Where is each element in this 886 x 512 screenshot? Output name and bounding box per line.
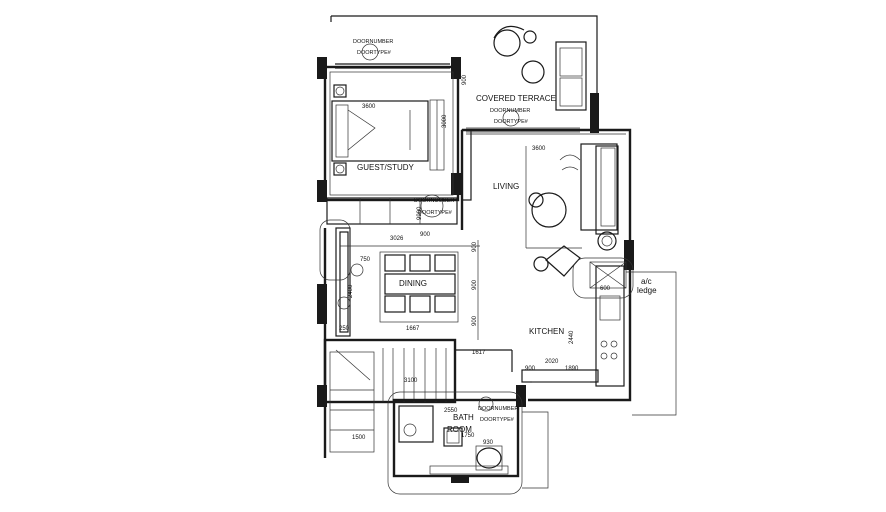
dimension-label: 2020 xyxy=(545,359,559,365)
dimension-label: 1667 xyxy=(406,326,420,332)
guest-study-walls xyxy=(323,63,460,225)
room-label-ac-line1: a/c xyxy=(641,277,652,286)
dimension-label: 3600 xyxy=(532,146,546,152)
dimension-label: 3026 xyxy=(390,236,404,242)
dimension-label: 3000 xyxy=(442,114,448,128)
door-type-tag: DOORTYPE# xyxy=(480,417,515,423)
dimension-label: 3600 xyxy=(362,104,376,110)
dimension-label: 1500 xyxy=(352,435,366,441)
dimension-label: 930 xyxy=(483,440,494,446)
dimension-label: 900 xyxy=(462,74,468,85)
dimension-label: 900 xyxy=(525,366,536,372)
dimension-label: 900 xyxy=(420,232,431,238)
room-label-bath-line2: ROOM xyxy=(447,425,472,434)
door-number-tag: DOORNUMBER xyxy=(414,198,454,204)
terrace-furniture xyxy=(361,25,587,111)
room-label-ac-line2: ledge xyxy=(637,286,657,295)
dimension-label: 1617 xyxy=(472,350,486,356)
room-label-bath-line1: BATH xyxy=(453,413,474,422)
door-tags xyxy=(502,109,520,127)
dimension-label: 9900 xyxy=(417,206,423,220)
door-type-tag: DOORTYPE# xyxy=(357,50,392,56)
dimension-label: 900 xyxy=(472,315,478,326)
dimension-label: 1890 xyxy=(565,366,579,372)
room-label-living: LIVING xyxy=(493,182,519,191)
terrace-outline xyxy=(330,15,598,130)
room-label-guest-study: GUEST/STUDY xyxy=(357,163,415,172)
door-type-tag: DOORTYPE# xyxy=(494,119,529,125)
dimension-label: 900 xyxy=(472,241,478,252)
dimension-label: 600 xyxy=(600,286,611,292)
room-label-dining: DINING xyxy=(399,279,427,288)
room-label-covered-terrace: COVERED TERRACE xyxy=(476,94,556,103)
door-number-tag: DOORNUMBER xyxy=(478,406,518,412)
dining-area xyxy=(319,219,480,340)
living-walls xyxy=(460,128,632,402)
room-label-kitchen: KITCHEN xyxy=(529,327,564,336)
door-number-tag: DOORNUMBER xyxy=(353,39,393,45)
door-type-tag: DOORTYPE# xyxy=(418,210,453,216)
dimension-label: 2400 xyxy=(348,284,354,298)
staircase xyxy=(323,338,513,458)
bathroom xyxy=(387,391,549,495)
dimension-label: 250 xyxy=(339,326,350,332)
dimension-label: 2550 xyxy=(444,408,458,414)
kitchen-area xyxy=(521,257,677,416)
door-number-tag: DOORNUMBER xyxy=(490,108,530,114)
dimension-label: 3100 xyxy=(404,378,418,384)
dimension-label: 750 xyxy=(360,257,371,263)
dimension-label: 2440 xyxy=(569,330,575,344)
window-lines xyxy=(466,127,580,133)
dimension-label: 900 xyxy=(472,279,478,290)
dimension-label: 1750 xyxy=(461,433,475,439)
